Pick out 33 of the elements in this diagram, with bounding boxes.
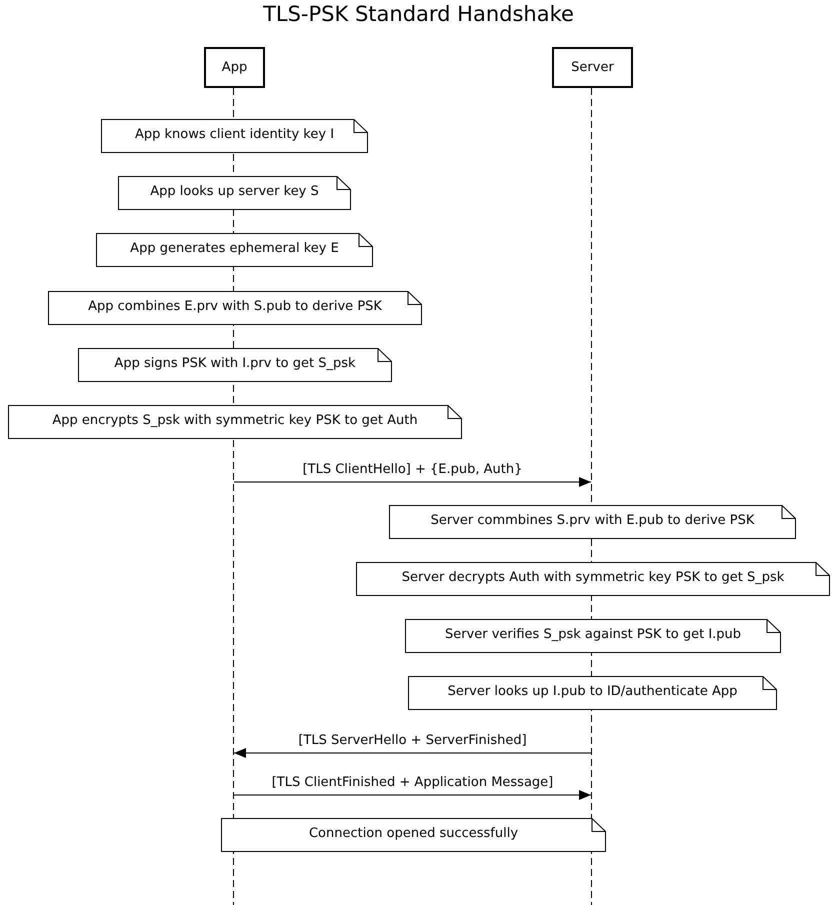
note-text: App combines E.prv with S.pub to derive PSK bbox=[88, 298, 382, 314]
note-text: Server verifies S_psk against PSK to get I.pub bbox=[444, 626, 742, 642]
message-label: [TLS ClientHello] + {E.pub, Auth} bbox=[302, 462, 524, 477]
note bbox=[48, 291, 422, 325]
note-text: App knows client identity key I bbox=[134, 126, 334, 142]
note bbox=[8, 405, 462, 439]
diagram-title: TLS-PSK Standard Handshake bbox=[262, 2, 575, 26]
message-label: [TLS ClientFinished + Application Message] bbox=[270, 775, 554, 790]
note bbox=[78, 348, 392, 382]
note bbox=[96, 233, 373, 267]
note bbox=[356, 562, 830, 596]
note bbox=[389, 505, 796, 539]
participant-label: Server bbox=[571, 60, 614, 75]
note-text: App signs PSK with I.prv to get S_psk bbox=[114, 356, 356, 370]
participant-box bbox=[552, 47, 633, 88]
note bbox=[408, 676, 777, 710]
message-arrow bbox=[234, 748, 592, 758]
note-text: App looks up server key S bbox=[150, 184, 319, 198]
note bbox=[405, 619, 781, 653]
note-text: Connection opened successfully bbox=[308, 826, 518, 840]
note bbox=[118, 176, 351, 210]
note-text: App encrypts S_psk with symmetric key PSK to get Auth bbox=[52, 412, 418, 428]
note bbox=[221, 818, 606, 852]
participant-label: App bbox=[222, 60, 248, 75]
message-arrow bbox=[234, 477, 592, 487]
note-text: Server commbines S.prv with E.pub to derive PSK bbox=[430, 512, 754, 528]
message-label: [TLS ServerHello + ServerFinished] bbox=[297, 733, 528, 748]
participant-box bbox=[204, 47, 265, 88]
note-text: Server looks up I.pub to ID/authenticate App bbox=[448, 684, 738, 698]
message-arrow bbox=[234, 790, 592, 800]
note-text: App generates ephemeral key E bbox=[130, 240, 339, 256]
note bbox=[101, 119, 368, 153]
note-text: Server decrypts Auth with symmetric key PSK to get S_psk bbox=[402, 570, 784, 584]
